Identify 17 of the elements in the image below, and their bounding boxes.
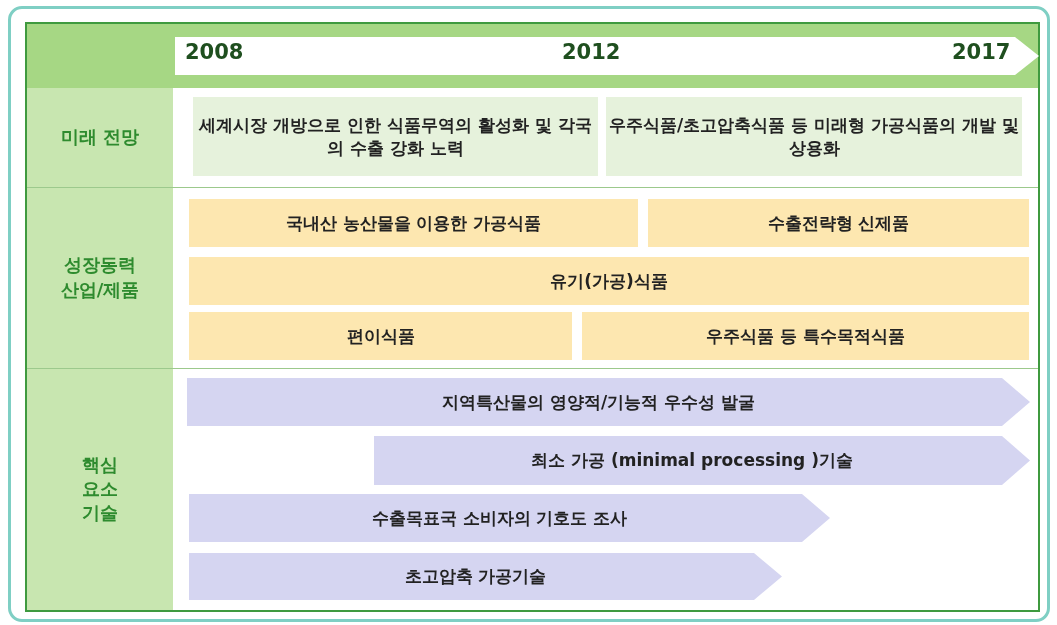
product-box: 수출전략형 신제품	[648, 199, 1029, 247]
product-box: 편이식품	[189, 312, 572, 360]
year-label: 2012	[562, 40, 621, 64]
year-label: 2017	[952, 40, 1011, 64]
technology-arrow-bar: 수출목표국 소비자의 기호도 조사	[189, 494, 830, 542]
row-header: 핵심 요소 기술	[27, 368, 173, 610]
technology-arrow-bar: 최소 가공 (minimal processing )기술	[374, 436, 1030, 485]
product-box: 유기(가공)식품	[189, 257, 1029, 305]
row-header: 미래 전망	[27, 88, 173, 187]
year-label: 2008	[185, 40, 244, 64]
technology-arrow-bar: 초고압축 가공기술	[189, 553, 782, 600]
technology-arrow-bar: 지역특산물의 영양적/기능적 우수성 발굴	[187, 378, 1030, 426]
product-box: 우주식품 등 특수목적식품	[582, 312, 1029, 360]
row-header: 성장동력 산업/제품	[27, 187, 173, 368]
outlook-box: 우주식품/초고압축식품 등 미래형 가공식품의 개발 및 상용화	[606, 97, 1022, 176]
product-box: 국내산 농산물을 이용한 가공식품	[189, 199, 638, 247]
outlook-box: 세계시장 개방으로 인한 식품무역의 활성화 및 각국의 수출 강화 노력	[193, 97, 598, 176]
